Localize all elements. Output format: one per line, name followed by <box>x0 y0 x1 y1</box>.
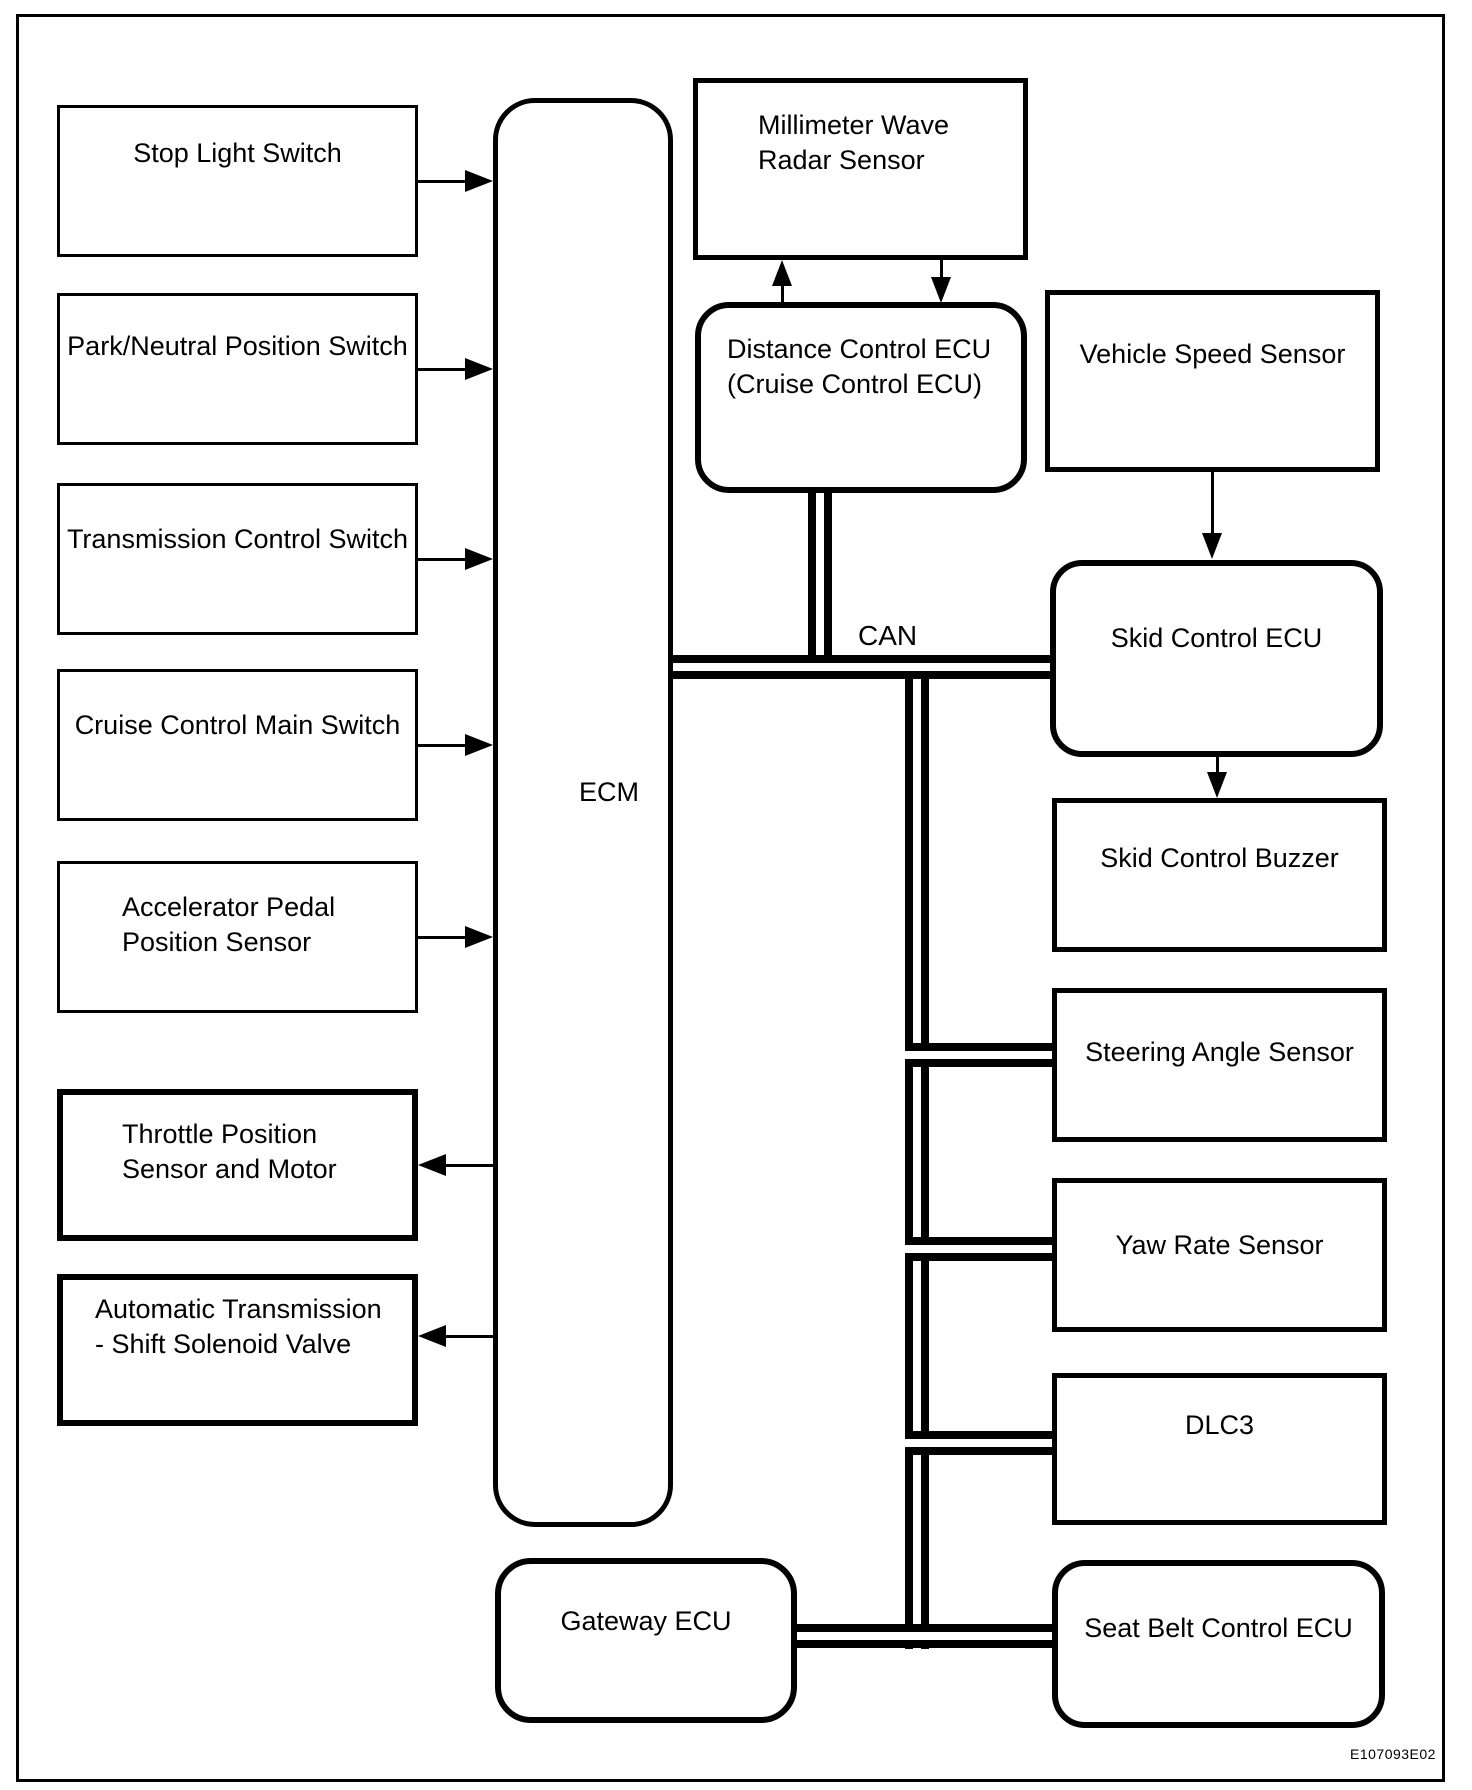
arrowhead-cruise-main-to-ecm <box>465 734 493 756</box>
box-label: Gateway ECU <box>560 1606 732 1636</box>
arrowhead-distance-ecu-to-radar <box>772 260 792 286</box>
box-label: Steering Angle Sensor <box>1085 1037 1354 1067</box>
box-label: Yaw Rate Sensor <box>1115 1230 1324 1260</box>
box-label: DLC3 <box>1184 1410 1255 1440</box>
box-gateway-ecu: Gateway ECU <box>495 1558 797 1723</box>
box-automatic-transmission-shift-solenoid-valve: Automatic Transmission - Shift Solenoid … <box>57 1274 418 1426</box>
box-dlc3: DLC3 <box>1052 1373 1387 1525</box>
box-label: Skid Control Buzzer <box>1100 843 1339 873</box>
box-yaw-rate-sensor: Yaw Rate Sensor <box>1052 1178 1387 1332</box>
arrow-radar-to-distance-ecu <box>940 260 943 280</box>
box-label-line1: Millimeter Wave <box>758 110 950 140</box>
arrow-transmission-to-ecm <box>418 558 468 561</box>
box-transmission-control-switch: Transmission Control Switch <box>57 483 418 635</box>
arrow-park-neutral-to-ecm <box>418 368 468 371</box>
box-stop-light-switch: Stop Light Switch <box>57 105 418 257</box>
box-distance-control-ecu: Distance Control ECU (Cruise Control ECU… <box>695 302 1027 493</box>
box-seat-belt-control-ecu: Seat Belt Control ECU <box>1052 1560 1385 1728</box>
arrow-ecm-to-throttle <box>444 1164 493 1167</box>
can-bus-gateway-to-seat-belt-ecu <box>797 1624 1052 1648</box>
arrow-cruise-main-to-ecm <box>418 744 468 747</box>
box-skid-control-ecu: Skid Control ECU <box>1050 560 1383 757</box>
diagram-border <box>16 14 1445 1782</box>
box-label-line2: Radar Sensor <box>758 145 925 175</box>
box-label: Seat Belt Control ECU <box>1084 1613 1353 1643</box>
arrowhead-park-neutral-to-ecm <box>465 358 493 380</box>
box-label-line1: Accelerator Pedal <box>122 892 336 922</box>
box-park-neutral-position-switch: Park/Neutral Position Switch <box>57 293 418 445</box>
box-skid-control-buzzer: Skid Control Buzzer <box>1052 798 1387 952</box>
arrow-skid-ecu-to-buzzer <box>1216 757 1219 775</box>
can-bus-branch-steering-angle-sensor <box>905 1043 1052 1067</box>
arrowhead-radar-to-distance-ecu <box>931 277 951 303</box>
box-accelerator-pedal-position-sensor: Accelerator Pedal Position Sensor <box>57 861 418 1013</box>
box-label: Stop Light Switch <box>133 138 342 168</box>
box-steering-angle-sensor: Steering Angle Sensor <box>1052 988 1387 1142</box>
box-label-line2: (Cruise Control ECU) <box>727 369 983 399</box>
can-bus-label: CAN <box>858 620 918 651</box>
arrowhead-transmission-to-ecm <box>465 548 493 570</box>
figure-code: E107093E02 <box>1350 1746 1436 1762</box>
box-throttle-position-sensor-and-motor: Throttle Position Sensor and Motor <box>57 1089 418 1241</box>
can-bus-distance-ecu-drop <box>808 493 832 679</box>
arrowhead-accel-pedal-to-ecm <box>465 926 493 948</box>
arrowhead-ecm-to-shift-solenoid <box>418 1325 446 1347</box>
box-ecm: ECM <box>493 98 673 1527</box>
box-label: Vehicle Speed Sensor <box>1079 339 1346 369</box>
arrowhead-ecm-to-throttle <box>418 1154 446 1176</box>
box-label-line1: Throttle Position <box>122 1119 318 1149</box>
arrow-stop-light-to-ecm <box>418 180 468 183</box>
arrowhead-skid-ecu-to-buzzer <box>1207 772 1227 798</box>
arrow-vss-to-skid-ecu <box>1211 472 1214 536</box>
box-cruise-control-main-switch: Cruise Control Main Switch <box>57 669 418 821</box>
box-label: Park/Neutral Position Switch <box>67 331 408 361</box>
box-label: ECM <box>579 777 639 807</box>
box-vehicle-speed-sensor: Vehicle Speed Sensor <box>1045 290 1380 472</box>
box-label-line1: Distance Control ECU <box>727 334 992 364</box>
box-label: Cruise Control Main Switch <box>74 710 401 740</box>
can-bus-branch-yaw-rate-sensor <box>905 1237 1052 1261</box>
arrow-ecm-to-shift-solenoid <box>444 1335 493 1338</box>
arrow-distance-ecu-to-radar <box>781 284 784 302</box>
can-bus-branch-dlc3 <box>905 1431 1052 1455</box>
can-bus-trunk <box>905 657 929 1649</box>
box-label-line2: Position Sensor <box>122 927 312 957</box>
box-label-line2: Sensor and Motor <box>122 1154 337 1184</box>
box-label: Skid Control ECU <box>1110 623 1323 653</box>
box-label: Transmission Control Switch <box>66 524 409 554</box>
box-millimeter-wave-radar-sensor: Millimeter Wave Radar Sensor <box>693 78 1028 260</box>
arrowhead-vss-to-skid-ecu <box>1202 533 1222 559</box>
arrow-accel-pedal-to-ecm <box>418 936 468 939</box>
can-bus-ecm-to-skid-ecu <box>670 655 1052 679</box>
arrowhead-stop-light-to-ecm <box>465 170 493 192</box>
box-label-line1: Automatic Transmission <box>95 1294 382 1324</box>
box-label-line2: - Shift Solenoid Valve <box>95 1329 352 1359</box>
